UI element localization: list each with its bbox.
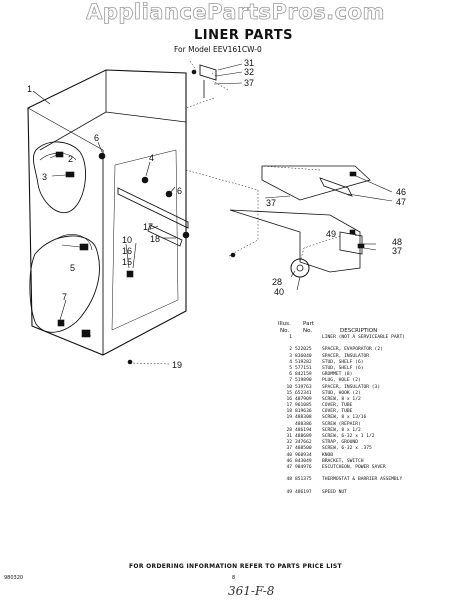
- tube-cover: [147, 224, 183, 247]
- callout-37-right: 37: [392, 246, 402, 256]
- document-code: 980320: [4, 575, 24, 581]
- callout-6-left: 6: [94, 133, 99, 143]
- header-part-no: No.: [303, 328, 313, 334]
- callout-10: 10: [122, 235, 132, 245]
- callout-37-top: 37: [244, 78, 254, 88]
- callout-32: 32: [244, 67, 254, 77]
- callout-40: 40: [274, 287, 284, 297]
- liner-outline: [27, 69, 187, 356]
- callout-16: 16: [122, 246, 132, 256]
- page-title: LINER PARTS: [194, 28, 293, 43]
- ordering-footer: FOR ORDERING INFORMATION REFER TO PARTS …: [129, 563, 342, 570]
- header-description: DESCRIPTION: [340, 328, 378, 334]
- shelf-rail: [117, 187, 189, 229]
- callout-37-mid: 37: [266, 198, 276, 208]
- callout-2: 2: [68, 154, 73, 164]
- ground-strap: [199, 64, 217, 81]
- callout-1: 1: [27, 84, 32, 94]
- callout-6-right: 6: [177, 186, 182, 196]
- callout-18: 18: [150, 234, 160, 244]
- header-part: Part: [303, 321, 314, 327]
- thermostat-assembly: [229, 209, 361, 273]
- watermark: AppliancePartsPros.com: [86, 0, 385, 24]
- callout-48: 48: [392, 237, 402, 247]
- callout-47: 47: [396, 197, 406, 207]
- header-illus: Illus.: [278, 321, 291, 327]
- liner-back-edges: [39, 70, 187, 151]
- callout-15: 15: [122, 257, 132, 267]
- callout-49: 49: [326, 229, 336, 239]
- callout-28: 28: [272, 277, 282, 287]
- callout-19: 19: [172, 360, 182, 370]
- page-number: 8: [232, 575, 236, 581]
- callout-31: 31: [244, 58, 254, 68]
- callout-5: 5: [70, 263, 75, 273]
- callout-4: 4: [149, 153, 154, 163]
- header-illus-no: No.: [280, 328, 290, 334]
- handwritten-note: 361-F-8: [228, 584, 275, 598]
- callout-46: 46: [396, 187, 406, 197]
- evaporator-tube-upper: [33, 141, 86, 213]
- callout-7: 7: [62, 292, 67, 302]
- evaporator-tube-lower: [29, 235, 100, 333]
- callout-3: 3: [42, 172, 47, 182]
- callout-17: 17: [143, 222, 153, 232]
- model-subtitle: For Model EEV161CW-0: [174, 45, 262, 54]
